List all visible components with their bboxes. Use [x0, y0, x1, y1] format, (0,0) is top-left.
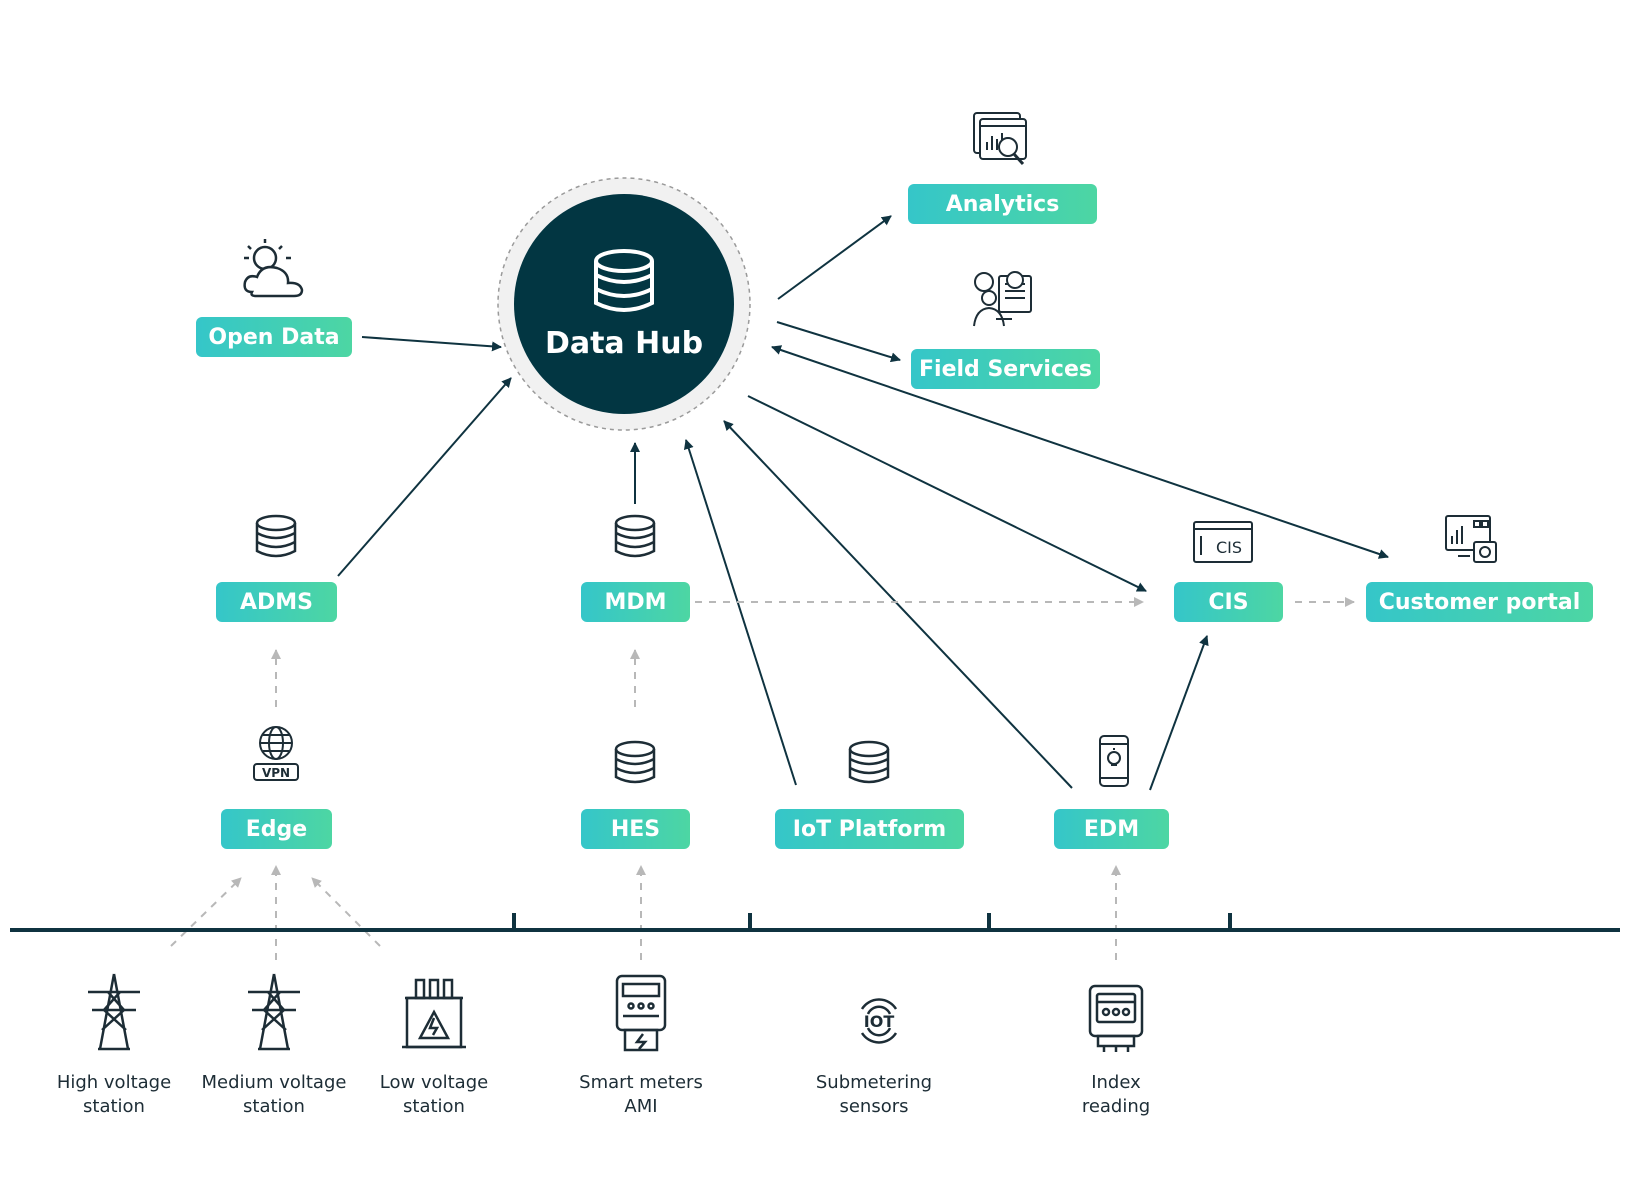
node-field-services: Field Services	[911, 349, 1100, 389]
cis-window-icon	[1193, 521, 1253, 563]
smartphone-icon	[1099, 735, 1129, 787]
node-edge: Edge	[221, 809, 332, 849]
adms-database-icon	[255, 514, 297, 558]
node-open-data: Open Data	[196, 317, 352, 357]
vpn-icon-text: VPN	[262, 766, 290, 780]
hub-circle	[514, 194, 734, 414]
node-customer-portal: Customer portal	[1366, 582, 1593, 622]
hub-database-icon	[594, 249, 654, 312]
node-cis: CIS	[1174, 582, 1283, 622]
node-mdm: MDM	[581, 582, 690, 622]
node-iot-platform: IoT Platform	[775, 809, 964, 849]
source-submetering-label: Submetering sensors	[779, 1071, 969, 1119]
iot-sensor-icon-text: IOT	[864, 1012, 895, 1031]
source-submetering-line1: Submetering	[815, 1072, 933, 1093]
cis-icon-text: CIS	[1216, 538, 1242, 557]
arrow-edm-to-cis	[1149, 635, 1209, 791]
weather-icon	[243, 239, 304, 298]
source-submetering-line2: sensors	[839, 1096, 909, 1117]
source-smart-meters-label: Smart meters AMI	[546, 1071, 736, 1119]
source-index-reading-line2: reading	[1081, 1096, 1151, 1117]
node-adms: ADMS	[216, 582, 337, 622]
smart-meter-icon	[615, 974, 667, 1052]
arrow-adms-to-hub	[337, 377, 512, 577]
source-smart-meters-line2: AMI	[624, 1096, 658, 1117]
high-voltage-tower-icon	[88, 973, 140, 1051]
iot-sensor-icon	[860, 998, 898, 1044]
source-medium-voltage-line1: Medium voltage	[201, 1072, 347, 1093]
hes-database-icon	[614, 740, 656, 784]
node-analytics: Analytics	[908, 184, 1097, 224]
arrow-hub-to-analytics	[777, 215, 892, 300]
source-medium-voltage-line2: station	[243, 1096, 305, 1117]
source-low-voltage-line1: Low voltage	[379, 1072, 489, 1093]
arrow-edm-to-hub	[723, 420, 1073, 789]
vpn-globe-icon	[253, 726, 299, 781]
iot-platform-database-icon	[848, 740, 890, 784]
dashboard-icon	[1445, 515, 1497, 563]
source-low-voltage-line2: station	[403, 1096, 465, 1117]
arrow-hub-customerportal-bidirectional	[771, 345, 1389, 559]
hub-label: Data Hub	[544, 326, 704, 361]
arrow-iot-to-hub	[683, 439, 797, 786]
source-medium-voltage-label: Medium voltage station	[179, 1071, 369, 1119]
transformer-icon	[402, 978, 466, 1049]
dashed-low-voltage-to-edge	[311, 877, 381, 947]
node-hes: HES	[581, 809, 690, 849]
source-index-reading-label: Index reading	[1021, 1071, 1211, 1119]
node-edm: EDM	[1054, 809, 1169, 849]
source-high-voltage-line1: High voltage	[56, 1072, 172, 1093]
source-index-reading-line1: Index	[1091, 1072, 1141, 1093]
source-low-voltage-label: Low voltage station	[339, 1071, 529, 1119]
source-high-voltage-line2: station	[83, 1096, 145, 1117]
field-technician-icon	[973, 271, 1032, 327]
arrow-opendata-to-hub	[361, 336, 502, 352]
medium-voltage-tower-icon	[248, 973, 300, 1051]
source-smart-meters-line1: Smart meters	[579, 1072, 703, 1093]
source-high-voltage-label: High voltage station	[19, 1071, 209, 1119]
analytics-icon	[973, 112, 1027, 166]
mdm-database-icon	[614, 514, 656, 558]
arrow-hub-to-cis	[747, 395, 1147, 592]
meter-reading-icon	[1088, 984, 1144, 1052]
dashed-high-voltage-to-edge	[170, 877, 242, 947]
